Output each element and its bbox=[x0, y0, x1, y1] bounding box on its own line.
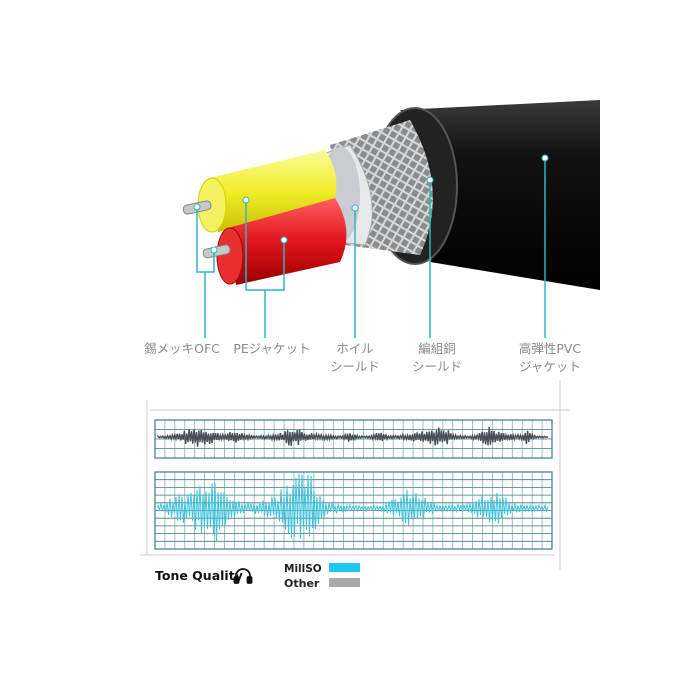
label-braid-shield: 編組銅シールド bbox=[411, 341, 463, 374]
waveform-other bbox=[157, 427, 549, 447]
legend-label-millso: MillSO bbox=[284, 563, 322, 575]
waveform-millso bbox=[157, 473, 549, 542]
red-pe-jacket bbox=[228, 198, 347, 285]
legend-swatch-millso bbox=[329, 563, 360, 572]
label-pe-jacket: PEジャケット bbox=[233, 341, 311, 356]
pointer-lines bbox=[196, 158, 546, 338]
tone-quality-title: Tone Quality bbox=[155, 568, 243, 583]
label-tinned-ofc: 錫メッキOFC bbox=[144, 341, 220, 356]
headphones-icon bbox=[233, 568, 253, 584]
frame-lines bbox=[140, 380, 570, 570]
legend-label-other: Other bbox=[284, 577, 320, 590]
legend-swatch-other bbox=[329, 578, 360, 587]
label-foil-shield: ホイルシールド bbox=[329, 341, 381, 374]
